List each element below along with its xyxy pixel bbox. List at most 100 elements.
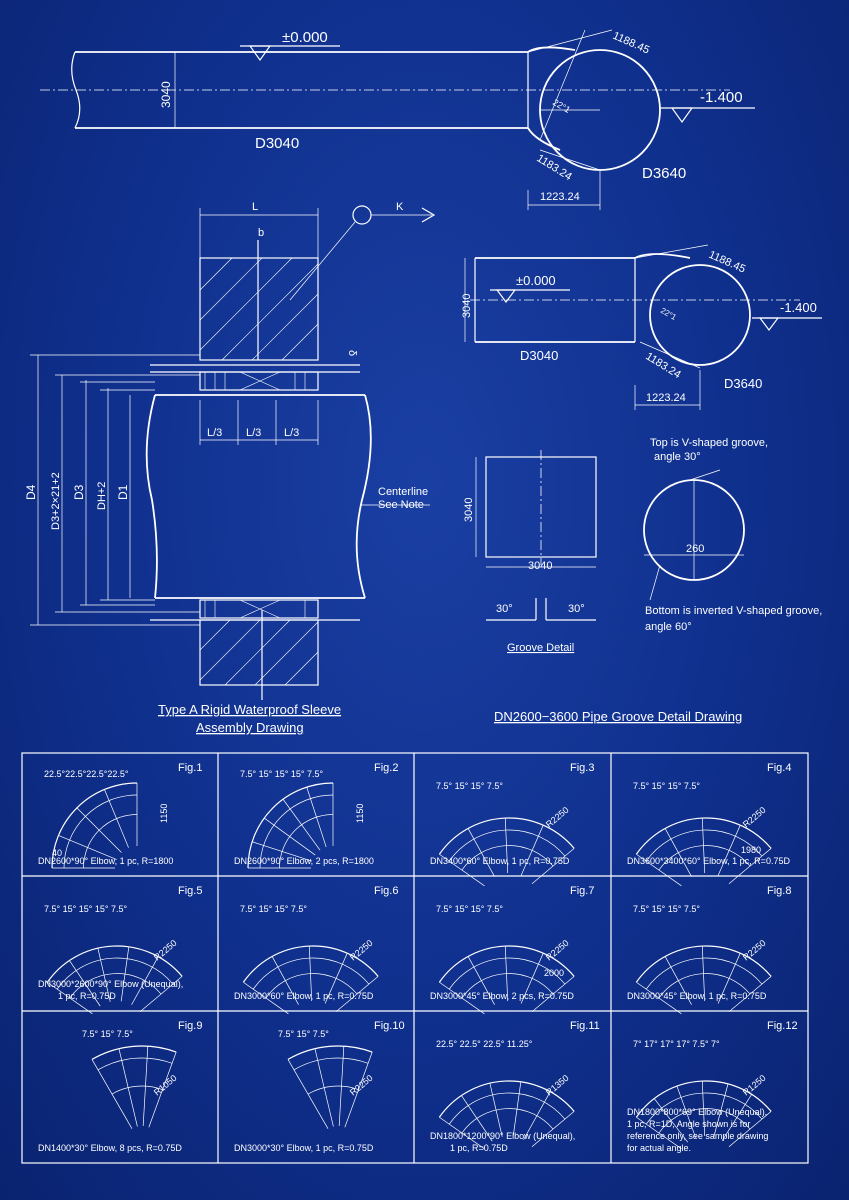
figure-caption: reference only, see sample drawing xyxy=(627,1131,768,1141)
elbow-arc xyxy=(438,1080,575,1118)
figure-dimension: R1350 xyxy=(544,1073,571,1098)
figure-cell-2: Fig.27.5° 15° 15° 15° 7.5°1150DN2600*90°… xyxy=(234,762,398,869)
figure-angles: 7.5° 15° 7.5° xyxy=(278,1029,329,1039)
elbow-seam xyxy=(728,1111,772,1147)
elbow-arc xyxy=(279,814,334,869)
elbow-arc xyxy=(658,973,751,999)
elbow-arc xyxy=(448,829,566,862)
figure-angles: 22.5° 22.5° 22.5° 11.25° xyxy=(436,1039,533,1049)
elbow-arc xyxy=(51,782,138,869)
figure-dimension: R2250 xyxy=(544,805,571,830)
mid-label-d3040: D3040 xyxy=(520,348,558,363)
sleeve-seenote: See Note xyxy=(378,499,424,511)
figure-cell-5: Fig.57.5° 15° 15° 15° 7.5°R2250DN3000*26… xyxy=(38,885,202,1015)
figure-label: Fig.10 xyxy=(374,1020,405,1032)
figure-cell-1: Fig.122.5°22.5°22.5°22.5°115040DN2600*90… xyxy=(38,762,202,869)
figure-label: Fig.4 xyxy=(767,762,791,774)
figure-caption: DN1400*30° Elbow, 8 pcs, R=0.75D xyxy=(38,1143,182,1153)
figure-angles: 7.5° 15° 15° 15° 7.5° xyxy=(44,904,127,914)
elbow-arc xyxy=(461,973,554,999)
sleeve-l3-c: L/3 xyxy=(284,427,299,439)
figure-dimension: R2250 xyxy=(348,1073,375,1098)
groove-top-note-1: Top is V-shaped groove, xyxy=(650,437,768,449)
elbow-arc xyxy=(91,1045,177,1060)
elbow-arc xyxy=(69,973,162,999)
elbow-arc xyxy=(658,1108,751,1134)
groove-angle-left: 30° xyxy=(496,603,513,615)
mid-dim-1188: 1188.45 xyxy=(707,249,747,276)
figure-angles: 7.5° 15° 15° 7.5° xyxy=(240,904,307,914)
elbow-seam xyxy=(439,981,485,1015)
figure-dimension: R2250 xyxy=(741,938,768,963)
elbow-arc xyxy=(63,794,138,869)
sleeve-dim-D3: D3 xyxy=(72,484,86,500)
figure-angles: 22.5°22.5°22.5°22.5° xyxy=(44,769,129,779)
sleeve-assembly-drawing: L b K δ L/3 L/3 L/3 xyxy=(24,201,436,735)
figure-angles: 7.5° 15° 15° 7.5° xyxy=(436,904,503,914)
groove-angle-right: 30° xyxy=(568,603,585,615)
mid-dim-22: 22°1 xyxy=(659,306,678,322)
elbow-arc xyxy=(635,817,772,855)
top-pipe-drawing: ±0.000 3040 D3040 1188.45 22°1 1183.24 -… xyxy=(40,29,755,210)
elbow-arc xyxy=(259,794,334,869)
elbow-arc xyxy=(635,945,772,983)
elbow-seam xyxy=(531,1111,575,1147)
figure-caption: DN2600*90° Elbow, 2 pcs, R=1800 xyxy=(234,856,374,866)
figure-caption: DN3000*30° Elbow, 1 pc, R=0.75D xyxy=(234,1143,374,1153)
elbow-arc xyxy=(658,845,751,871)
figure-caption: DN3000*2600*90° Elbow (Unequal), xyxy=(38,979,183,989)
figure-table xyxy=(21,752,809,1164)
figure-cells: Fig.122.5°22.5°22.5°22.5°115040DN2600*90… xyxy=(38,762,798,1153)
sleeve-delta: δ xyxy=(346,350,358,356)
elbow-arc xyxy=(645,957,763,990)
top-dim-3040: 3040 xyxy=(159,81,173,108)
groove-detail-label: Groove Detail xyxy=(507,642,574,654)
elbow-arc xyxy=(438,945,575,983)
top-level-low: -1.400 xyxy=(700,89,743,106)
figure-label: Fig.9 xyxy=(178,1020,202,1032)
mid-level-zero: ±0.000 xyxy=(516,273,556,288)
figure-extra-dim: 40 xyxy=(52,848,62,858)
top-dim-1183: 1183.24 xyxy=(534,152,573,183)
figure-label: Fig.3 xyxy=(570,762,594,774)
mid-label-d3640: D3640 xyxy=(724,376,762,391)
figure-caption: 1 pc, R=0.75D xyxy=(58,991,116,1001)
figure-caption: DN1800*1200*90° Elbow (Unequal), xyxy=(430,1131,575,1141)
figure-dimension: R2250 xyxy=(152,938,179,963)
groove-dim-3040-v: 3040 xyxy=(463,498,475,522)
sleeve-title-line2: Assembly Drawing xyxy=(196,720,304,735)
figure-caption: for actual angle. xyxy=(627,1143,691,1153)
sleeve-dim-D3-ext: D3+2×21+2 xyxy=(50,472,62,530)
figure-dimension: R2250 xyxy=(741,805,768,830)
top-label-d3040: D3040 xyxy=(255,135,299,152)
elbow-arc xyxy=(56,957,174,990)
elbow-arc xyxy=(287,1045,373,1060)
figure-caption: DN3000*45° Elbow, 1 pc, R=0.75D xyxy=(627,991,767,1001)
elbow-seam xyxy=(47,981,93,1015)
elbow-arc xyxy=(97,1057,173,1071)
figure-angles: 7.5° 15° 15° 15° 7.5° xyxy=(240,769,323,779)
elbow-arc xyxy=(307,1085,359,1095)
figure-angles: 7.5° 15° 15° 7.5° xyxy=(633,904,700,914)
sleeve-label-K: K xyxy=(396,201,404,213)
sleeve-title-line1: Type A Rigid Waterproof Sleeve xyxy=(158,702,341,717)
sleeve-l3-b: L/3 xyxy=(246,427,261,439)
figure-dimension: R2250 xyxy=(348,938,375,963)
figure-caption: 1 pc, R=1D, Angle shown is for xyxy=(627,1119,750,1129)
groove-top-note-2: angle 30° xyxy=(654,451,701,463)
figure-dimension: R1050 xyxy=(152,1073,179,1098)
elbow-arc xyxy=(645,1092,763,1125)
figure-angles: 7° 17° 17° 17° 7.5° 7° xyxy=(633,1039,720,1049)
elbow-arc xyxy=(635,1080,772,1118)
elbow-arc xyxy=(645,829,763,862)
groove-dim-3040-h: 3040 xyxy=(528,560,552,572)
figure-caption: DN3400*60° Elbow, 1 pc, R=0.75D xyxy=(430,856,570,866)
figure-dimension: R1250 xyxy=(741,1073,768,1098)
figure-label: Fig.12 xyxy=(767,1020,798,1032)
